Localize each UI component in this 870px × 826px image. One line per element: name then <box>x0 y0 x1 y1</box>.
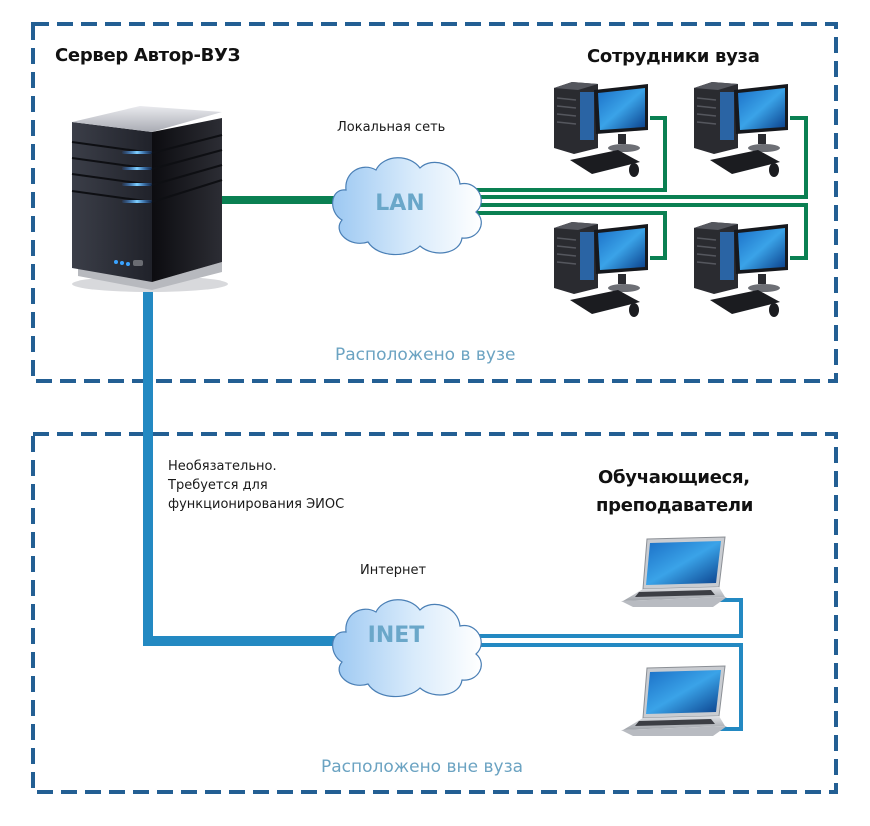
lan-caption: Локальная сеть <box>337 120 446 135</box>
inet-to-laptop-2-link <box>455 643 743 731</box>
server-title: Сервер Автор-ВУЗ <box>55 45 241 66</box>
lan-to-pc-4-link <box>455 203 808 260</box>
lan-to-pc-2-link <box>455 116 808 199</box>
students-title-line2: преподаватели <box>596 495 754 516</box>
inet-cloud-label: INET <box>368 623 425 648</box>
zone-outside-label: Расположено вне вуза <box>321 757 524 777</box>
optional-note-line2: Требуется для <box>168 478 268 493</box>
student-laptop-icon-1 <box>621 536 727 607</box>
server-to-inet-link <box>143 285 340 646</box>
lan-cloud-shape <box>332 157 482 256</box>
inet-cloud-shape <box>332 599 482 698</box>
lan-cloud-label: LAN <box>375 191 424 216</box>
lan-to-pc-3-link <box>455 211 667 260</box>
student-laptop-icon-2 <box>621 665 727 736</box>
zone-inside-border <box>31 22 838 383</box>
staff-computer-icon-3 <box>554 222 648 317</box>
optional-note-line3: функционирования ЭИОС <box>168 497 345 512</box>
inet-caption: Интернет <box>360 563 427 578</box>
staff-computer-icon-2 <box>694 82 788 177</box>
staff-computer-icon-1 <box>554 82 648 177</box>
optional-note-line1: Необязательно. <box>168 459 277 474</box>
staff-title: Сотрудники вуза <box>587 46 760 67</box>
lan-cloud: LAN <box>332 157 482 256</box>
inet-to-laptop-1-link <box>455 598 743 638</box>
server-icon <box>71 106 228 292</box>
inet-cloud: INET <box>332 599 482 698</box>
students-title-line1: Обучающиеся, <box>598 467 750 488</box>
zone-inside-label: Расположено в вузе <box>335 345 516 365</box>
lan-to-pc-1-link <box>455 116 667 192</box>
zone-outside-border <box>31 432 838 794</box>
lan-links <box>222 116 808 260</box>
inet-links <box>143 285 743 731</box>
staff-computer-icon-4 <box>694 222 788 317</box>
